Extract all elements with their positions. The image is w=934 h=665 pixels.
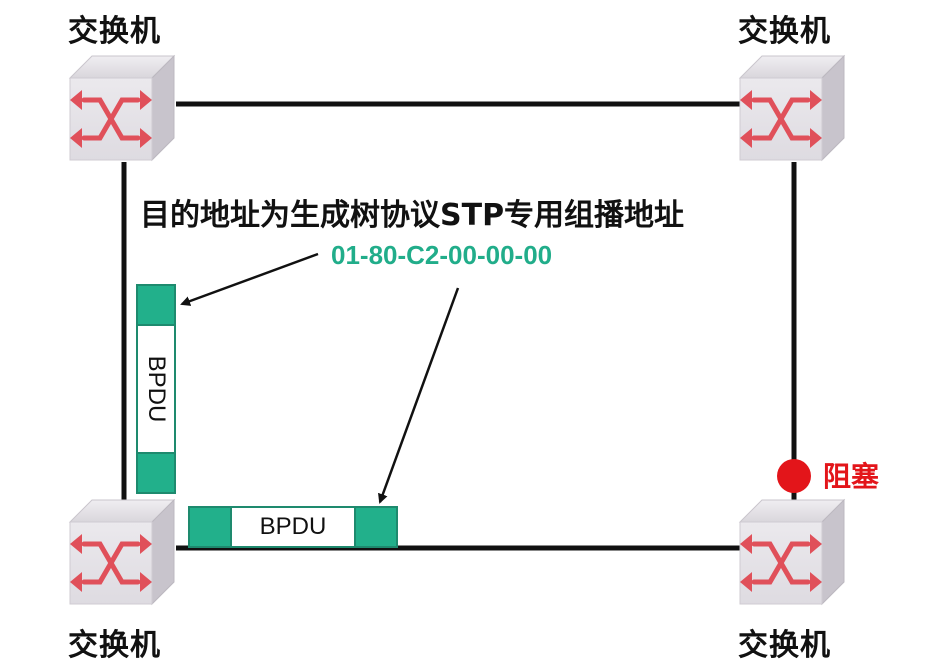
switch-label-top-right: 交换机 (738, 14, 831, 49)
bpdu-header-cap (190, 508, 232, 546)
bpdu-frame-vertical: BPDU (136, 284, 176, 494)
blocked-port-label: 阻塞 (823, 460, 880, 493)
switch-label-bottom-left: 交换机 (68, 628, 161, 663)
switch-top-right-icon (740, 56, 844, 160)
diagram-title: 目的地址为生成树协议STP专用组播地址 (140, 198, 685, 233)
switch-label-bottom-right: 交换机 (738, 628, 831, 663)
switch-bottom-right-icon (740, 500, 844, 604)
blocked-port-dot (777, 459, 811, 493)
switch-label-top-left: 交换机 (68, 14, 161, 49)
bpdu-trailer-cap (138, 452, 174, 492)
arrow-to-horizontal-bpdu (378, 287, 460, 504)
bpdu-frame-horizontal: BPDU (188, 506, 398, 548)
switch-top-left-icon (70, 56, 174, 160)
multicast-mac-address: 01-80-C2-00-00-00 (331, 240, 553, 270)
bpdu-label-vertical: BPDU (143, 355, 170, 423)
arrow-to-vertical-bpdu (180, 252, 319, 306)
bpdu-trailer-cap (354, 508, 396, 546)
bpdu-label-horizontal: BPDU (259, 513, 327, 540)
bpdu-header-cap (138, 286, 174, 326)
switch-bottom-left-icon (70, 500, 174, 604)
